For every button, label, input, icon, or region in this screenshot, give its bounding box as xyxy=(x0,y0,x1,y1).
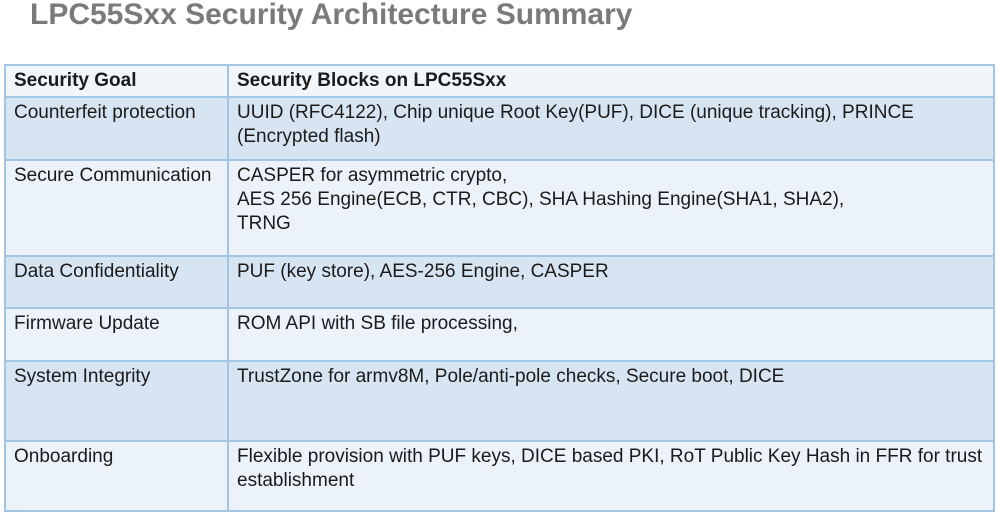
security-blocks-cell: Flexible provision with PUF keys, DICE b… xyxy=(227,440,995,512)
security-goal-cell: Counterfeit protection xyxy=(4,96,229,161)
security-blocks-cell: TrustZone for armv8M, Pole/anti-pole che… xyxy=(227,360,995,442)
security-blocks-cell: PUF (key store), AES-256 Engine, CASPER xyxy=(227,255,995,309)
security-blocks-cell: CASPER for asymmetric crypto, AES 256 En… xyxy=(227,159,995,257)
table-row: Firmware Update ROM API with SB file pro… xyxy=(4,307,995,362)
security-goal-cell: Secure Communication xyxy=(4,159,229,257)
table-body: Counterfeit protection UUID (RFC4122), C… xyxy=(4,96,995,512)
security-goal-cell: Data Confidentiality xyxy=(4,255,229,309)
page-title: LPC55Sxx Security Architecture Summary xyxy=(30,0,633,31)
table-row: Counterfeit protection UUID (RFC4122), C… xyxy=(4,96,995,161)
table-header-row: Security Goal Security Blocks on LPC55Sx… xyxy=(4,64,995,98)
table-row: System Integrity TrustZone for armv8M, P… xyxy=(4,360,995,442)
security-blocks-cell: ROM API with SB file processing, xyxy=(227,307,995,362)
table-row: Data Confidentiality PUF (key store), AE… xyxy=(4,255,995,309)
column-header-security-goal: Security Goal xyxy=(4,64,229,98)
security-goal-cell: Onboarding xyxy=(4,440,229,512)
table-row: Onboarding Flexible provision with PUF k… xyxy=(4,440,995,512)
security-goal-cell: System Integrity xyxy=(4,360,229,442)
security-summary-table: Security Goal Security Blocks on LPC55Sx… xyxy=(4,64,995,512)
security-blocks-cell: UUID (RFC4122), Chip unique Root Key(PUF… xyxy=(227,96,995,161)
security-goal-cell: Firmware Update xyxy=(4,307,229,362)
table-row: Secure Communication CASPER for asymmetr… xyxy=(4,159,995,257)
column-header-security-blocks: Security Blocks on LPC55Sxx xyxy=(227,64,995,98)
